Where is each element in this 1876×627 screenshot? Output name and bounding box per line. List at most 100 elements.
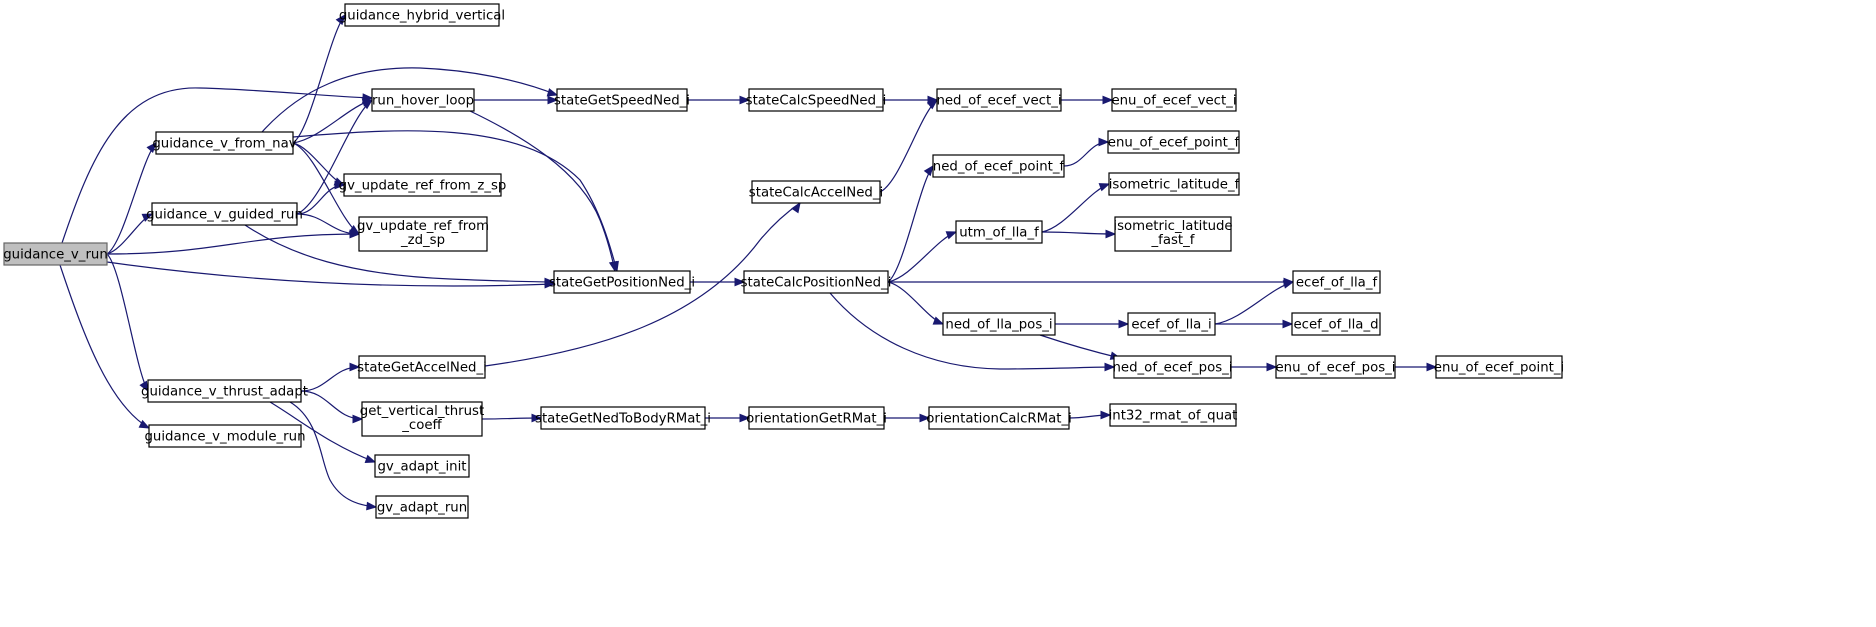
edge-fromnav-to-hybrid [292,13,346,144]
edge-ecefllai-to-ecefllad [1215,319,1294,329]
node-getaccel[interactable]: stateGetAccelNed_i [357,355,487,379]
node-label: ned_of_lla_pos_i [945,318,1052,333]
node-label: guidance_v_thrust_adapt [141,385,308,400]
node-ecefllad[interactable]: ecef_of_lla_d [1291,312,1381,336]
edge-root-to-thrust [106,253,149,393]
edge-utm-to-isolatfast [1041,229,1117,239]
node-fromnav[interactable]: guidance_v_from_nav [152,131,297,155]
node-label: orientationGetRMat_i [746,412,887,427]
node-hybrid[interactable]: guidance_hybrid_vertical [339,3,505,27]
node-label: get_vertical_thrust [360,404,484,419]
edges-layer [59,13,1438,511]
node-orcalc[interactable]: orientationCalcRMat_i [926,406,1072,430]
nodes-layer: guidance_v_run guidance_hybrid_verticalgu… [3,3,1564,519]
edge-fromnav-to-zsp [292,142,346,186]
node-box [553,270,691,294]
node-module[interactable]: guidance_v_module_run [144,424,306,448]
node-zdsp[interactable]: gv_update_ref_from_zd_sp [357,216,489,252]
node-getspeed[interactable]: stateGetSpeedNed_i [554,88,690,112]
node-isolat[interactable]: isometric_latitude_f [1108,172,1240,196]
node-box [375,495,469,519]
node-guided[interactable]: guidance_v_guided_run [146,202,303,226]
node-box [1275,355,1396,379]
node-label: gv_adapt_init [377,460,466,475]
node-label: orientationCalcRMat_i [926,412,1072,427]
node-root[interactable]: guidance_v_run [3,242,108,266]
edge-root-to-fromnav [106,141,157,255]
edge-gvtc-to-getned2b [481,413,543,423]
node-getpos[interactable]: stateGetPositionNed_i [549,270,695,294]
edge-getspeed-to-calcspeed [687,95,751,105]
edge-hover-to-getpos [469,110,618,273]
node-int32[interactable]: int32_rmat_of_quat [1109,403,1238,427]
node-box [151,202,298,226]
node-enupos[interactable]: enu_of_ecef_pos_i [1275,355,1396,379]
node-hover[interactable]: run_hover_loop [371,88,475,112]
node-gvtc[interactable]: get_vertical_thrust_coeff [360,401,484,437]
edge-thrust-to-gvrun [289,401,378,511]
node-box [751,180,881,204]
node-box [928,406,1070,430]
node-nedlla[interactable]: ned_of_lla_pos_i [942,312,1056,336]
node-box [1127,312,1216,336]
node-ecefllaf[interactable]: ecef_of_lla_f [1292,270,1381,294]
node-thrust[interactable]: guidance_v_thrust_adapt [141,379,308,403]
edge-enupos-to-enupointi [1395,362,1438,372]
node-box [1111,88,1237,112]
node-ecefllai[interactable]: ecef_of_lla_i [1127,312,1216,336]
node-nedpos[interactable]: ned_of_ecef_pos_i [1112,355,1233,379]
node-box [374,454,470,478]
edge-calcaccel-to-nedvect [879,99,939,193]
node-box [155,131,294,155]
edge-nedlla-to-nedpos [1039,334,1122,360]
edge-orcalc-to-int32 [1068,410,1112,420]
node-enuvect[interactable]: enu_of_ecef_vect_i [1111,88,1237,112]
edge-guided-to-zsp [296,180,346,215]
node-box [343,173,502,197]
node-label: int32_rmat_of_quat [1109,409,1238,424]
node-box [936,88,1062,112]
node-orget[interactable]: orientationGetRMat_i [746,406,887,430]
edge-nedpointf-to-enupointf [1063,137,1110,167]
node-label: stateGetNedToBodyRMat_i [535,412,711,427]
edge-calcpos-to-utm [887,231,958,283]
edge-calcpos-to-nedpointf [887,164,934,283]
node-nedvect[interactable]: ned_of_ecef_vect_i [936,88,1062,112]
node-label: stateCalcSpeedNed_i [746,94,887,109]
node-isolatfast[interactable]: isometric_latitude_fast_f [1113,216,1233,252]
node-label: _zd_sp [400,233,445,248]
node-box [371,88,475,112]
node-gvinit[interactable]: gv_adapt_init [374,454,470,478]
node-label: ecef_of_lla_d [1293,318,1378,333]
node-gvrun[interactable]: gv_adapt_run [375,495,469,519]
node-label: isometric_latitude [1113,219,1232,234]
node-calcspeed[interactable]: stateCalcSpeedNed_i [746,88,887,112]
node-label: gv_adapt_run [377,501,467,516]
node-box [3,242,108,266]
node-calcaccel[interactable]: stateCalcAccelNed_i [749,180,883,204]
node-label: guidance_v_module_run [144,430,305,445]
node-box [1108,172,1240,196]
node-label: enu_of_ecef_pos_i [1276,361,1396,376]
node-label: _fast_f [1151,233,1195,248]
node-label: stateCalcPositionNed_i [741,276,892,291]
edge-root-to-guided [106,213,154,255]
node-utm[interactable]: utm_of_lla_f [955,220,1043,244]
node-label: stateGetSpeedNed_i [554,94,690,109]
node-zsp[interactable]: gv_update_ref_from_z_sp [339,173,507,197]
edge-utm-to-isolat [1041,183,1111,233]
node-label: enu_of_ecef_vect_i [1111,94,1236,109]
node-nedpointf[interactable]: ned_of_ecef_point_f [932,154,1065,178]
node-label: isometric_latitude_f [1109,178,1240,193]
node-label: guidance_hybrid_vertical [339,9,505,24]
edge-root-to-getpos [106,261,556,289]
node-enupointf[interactable]: enu_of_ecef_point_f [1107,130,1240,154]
node-box [1114,216,1232,252]
edge-ecefllai-to-ecefllaf [1214,280,1295,325]
edge-calcpos-to-ecefllaf [887,277,1295,287]
node-getned2b[interactable]: stateGetNedToBodyRMat_i [535,406,711,430]
node-enupointi[interactable]: enu_of_ecef_point_i [1434,355,1564,379]
edge-root-to-zdsp [106,229,361,255]
node-calcpos[interactable]: stateCalcPositionNed_i [741,270,892,294]
